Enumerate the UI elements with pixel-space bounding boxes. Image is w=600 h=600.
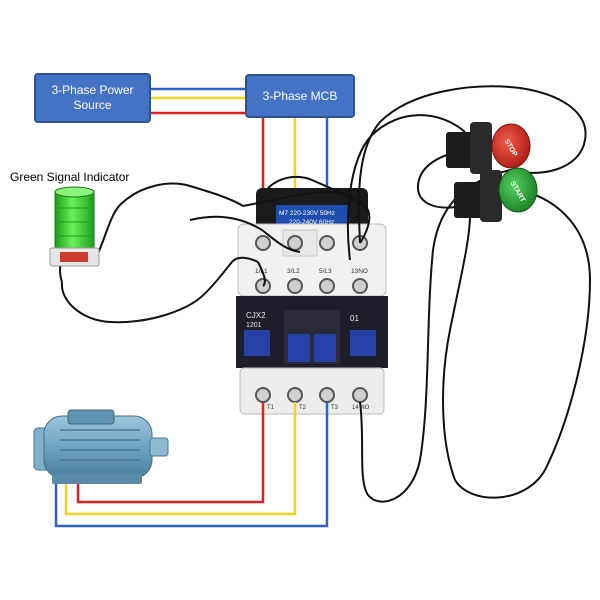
contactor-bottom [239,367,385,415]
supply-wires [151,87,245,115]
wire-top-loop [267,175,361,206]
contactor: M7 220-230V 50Hz 220-240V 60Hz 1/L1 3/L2… [236,188,388,415]
mcb-label: 3-Phase MCB [262,88,338,103]
contactor-number: 1201 [246,322,262,329]
contactor-slot-right [350,330,376,356]
terminal-top-label-3: 5/L3 [319,268,332,275]
green-indicator-lamp [49,186,100,267]
motor-icon [33,409,169,484]
contactor-aux: 01 [350,314,359,323]
motor-wire-blue [54,402,329,528]
power-source-box: 3-Phase Power Source [34,73,151,123]
terminal-bottom-2 [287,387,303,403]
terminal-top-3 [319,235,335,251]
contactor-slot-left [244,330,270,356]
wire-stop-out [346,114,466,261]
coil-rating-1: M7 220-230V 50Hz [279,210,335,217]
wire-terminal-link [257,261,266,287]
indicator-title: Green Signal Indicator [10,170,130,184]
terminal-bottom-3 [319,387,335,403]
terminal-top-1 [255,235,271,251]
contactor-slot-center-b [314,334,336,362]
power-source-label-line2: Source [73,98,112,112]
terminal-bottom-1 [255,387,271,403]
wire-cross-1 [189,215,301,253]
coil-rating-2: 220-240V 60Hz [289,219,334,226]
terminal-mid-3 [319,278,335,294]
wire-right-return [442,214,471,481]
wire-down-return [359,169,511,503]
terminal-bottom-label-3: T3 [331,405,339,411]
terminal-bottom-label-2: T2 [299,405,307,411]
terminal-top-2 [287,235,303,251]
wire-cross-2 [242,190,371,244]
motor-wire-yellow [64,402,297,516]
motor-wire-red [76,402,265,504]
contactor-model: CJX2 [246,311,266,320]
stop-button-icon: STOP [446,122,531,174]
terminal-bottom-4 [352,387,368,403]
wire-indicator-bottom [60,256,259,324]
coil-label-plate [276,205,348,227]
terminal-mid-4 [352,278,368,294]
motor-wires [54,402,329,528]
wire-start-loop [416,149,466,209]
wire-start-out [454,189,592,499]
terminal-top-label-4: 13NO [351,268,368,275]
contactor-slot-center-a [288,334,310,362]
terminal-mid-2 [287,278,303,294]
terminal-bottom-label-1: T1 [267,405,275,411]
terminal-top-label-2: 3/L2 [287,268,300,275]
start-button-icon: START [454,167,538,222]
mcb-box: 3-Phase MCB [245,74,355,118]
wire-stop-loop [357,85,587,244]
power-source-label-line1: 3-Phase Power [51,83,134,97]
